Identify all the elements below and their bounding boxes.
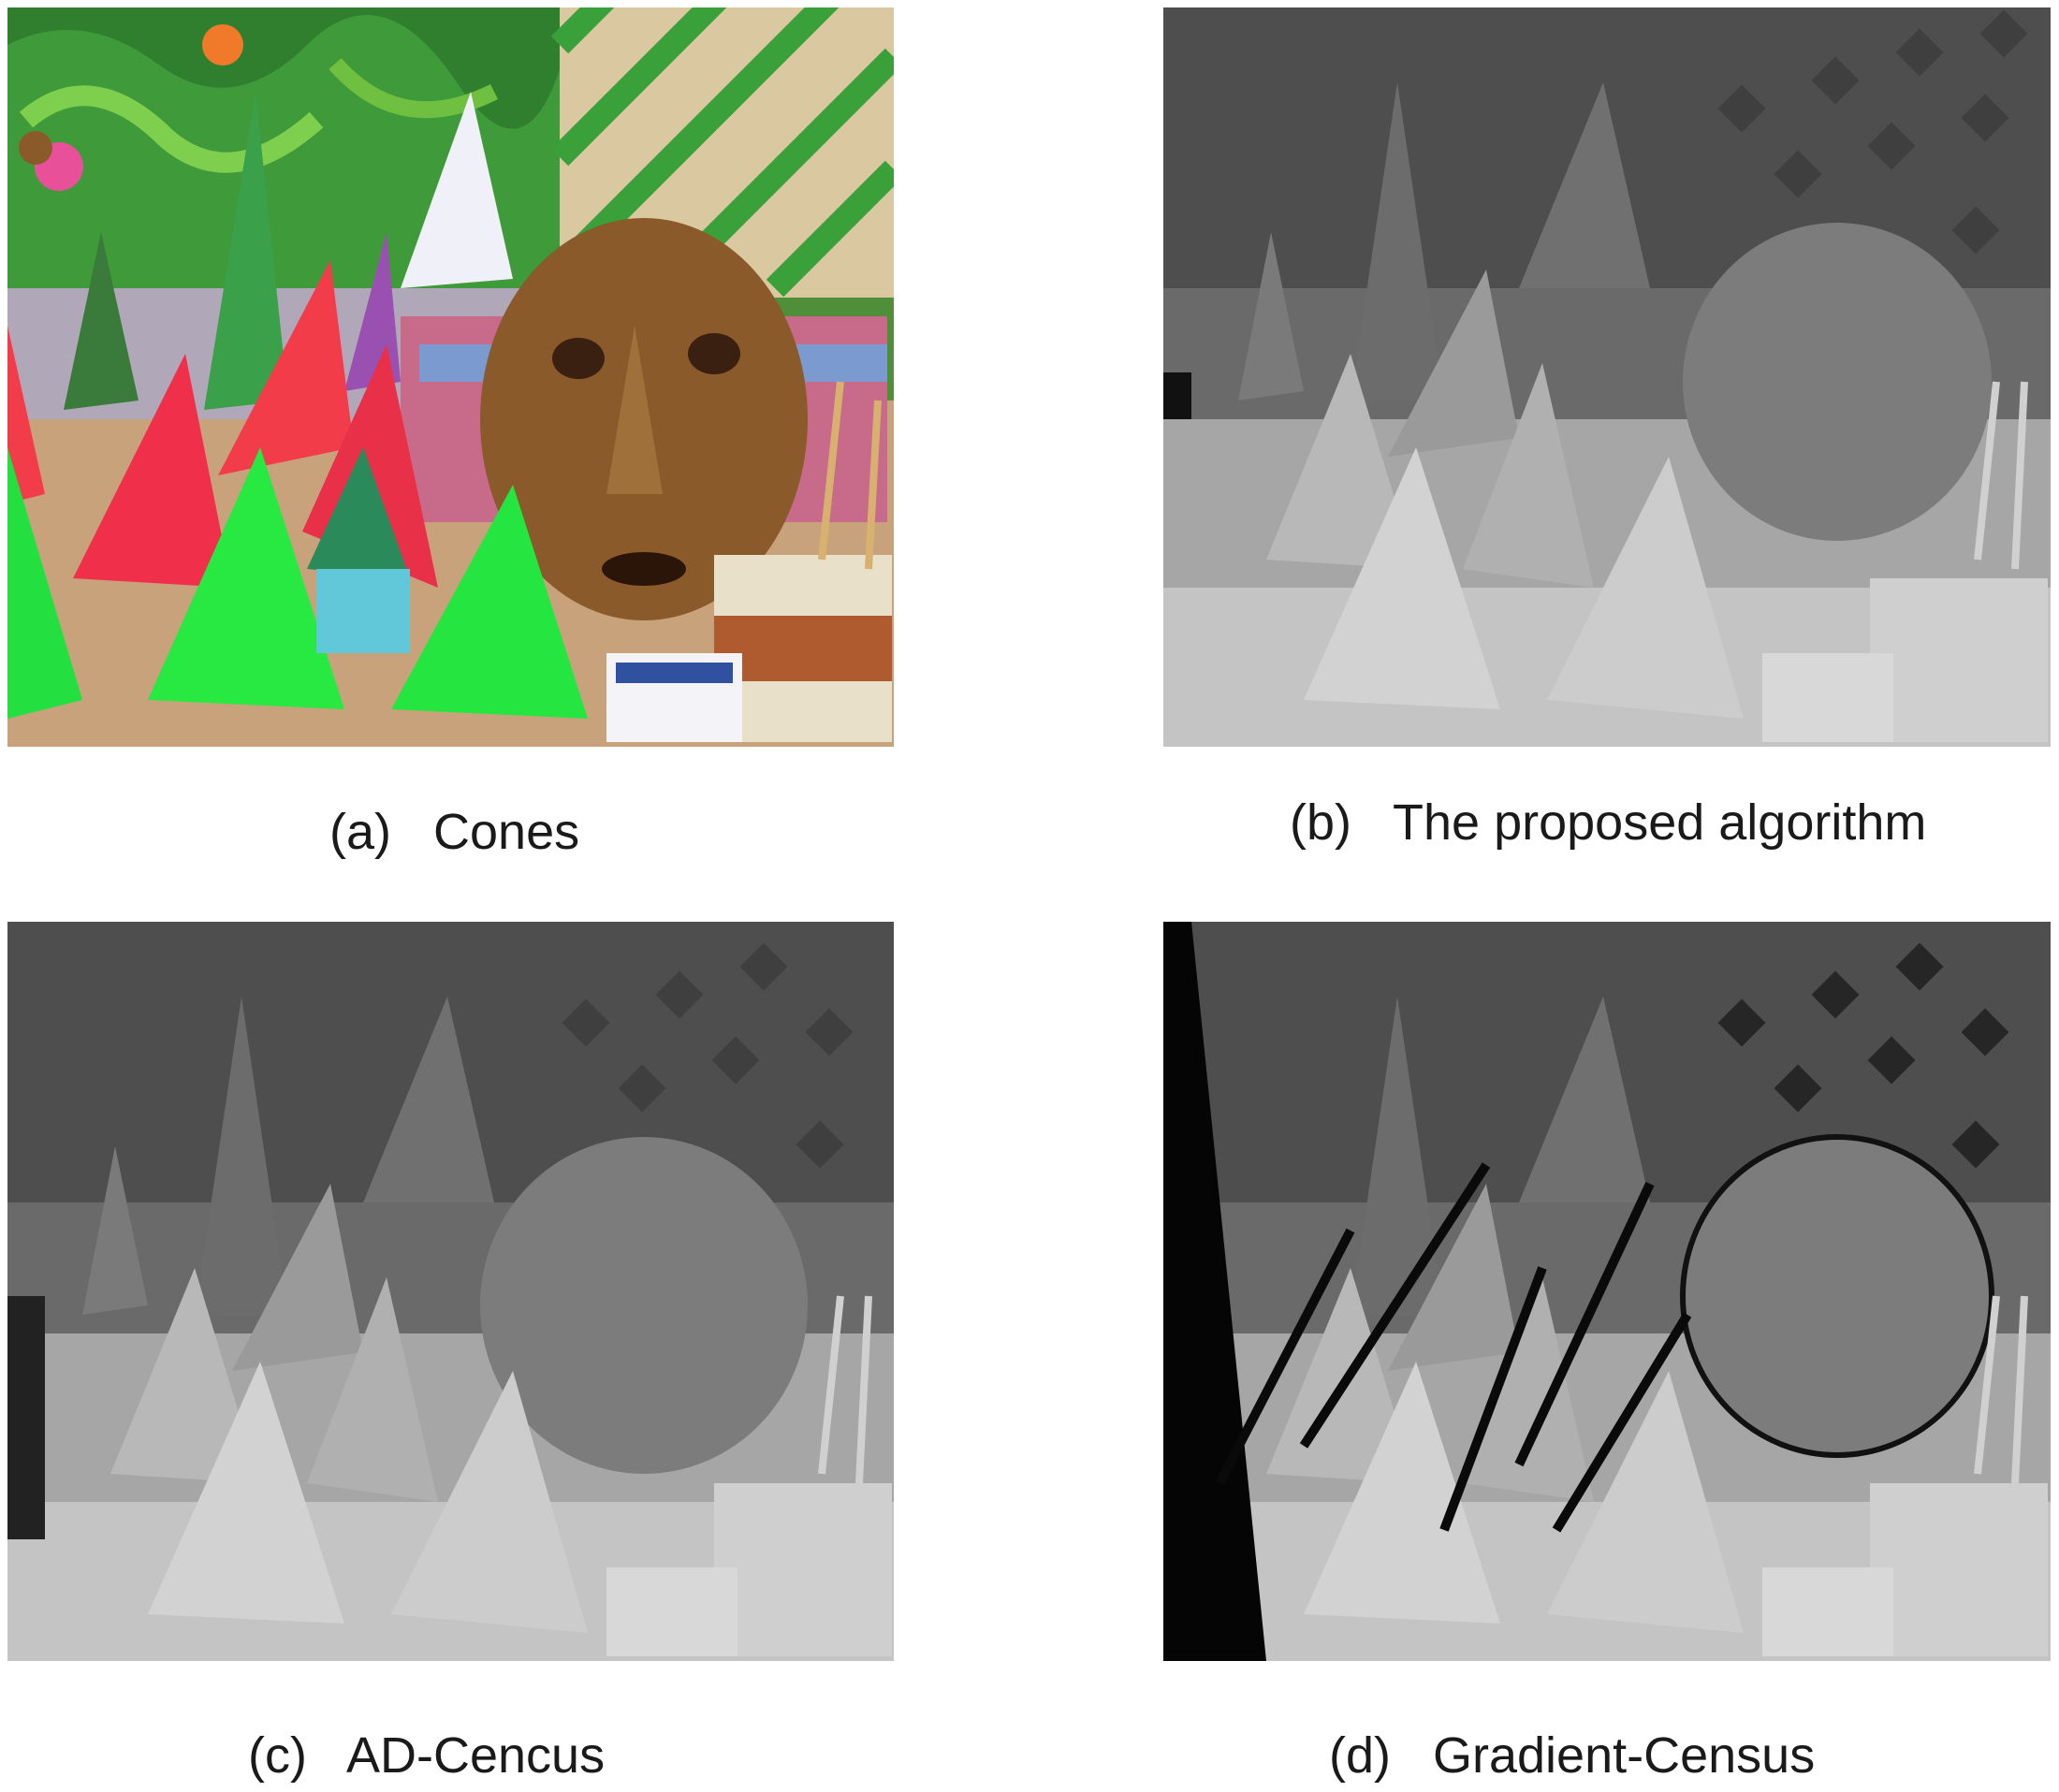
caption-a: (a) Cones xyxy=(329,804,580,860)
caption-b: (b) The proposed algorithm xyxy=(1290,794,1927,851)
caption-d: (d) Gradient-Census xyxy=(1329,1727,1816,1784)
cones-color-image xyxy=(7,7,894,747)
disparity-map-ad-cencus xyxy=(7,922,894,1661)
disparity-map-proposed xyxy=(1163,7,2051,747)
disparity-map-gradient-census xyxy=(1163,922,2051,1661)
caption-c: (c) AD-Cencus xyxy=(248,1727,606,1784)
